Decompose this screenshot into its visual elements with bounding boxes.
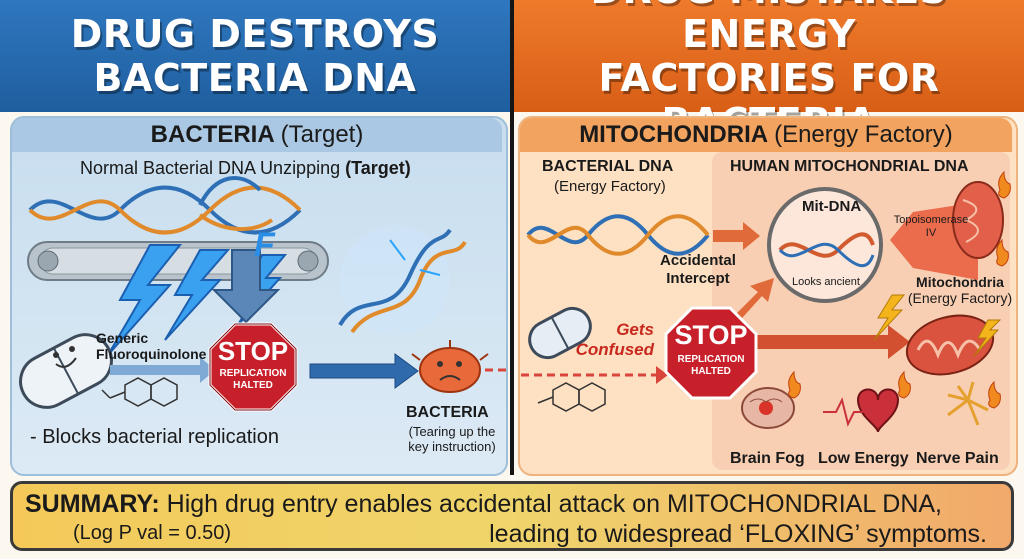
octagon-icon [664, 306, 758, 400]
right-header-line1: DRUG MISTAKES ENERGY [590, 0, 947, 56]
symptom-low-energy: Low Energy [818, 450, 909, 467]
mito-sub: (Energy Factory) [907, 290, 1013, 306]
broken-dna-icon [338, 225, 467, 335]
bacterial-dna-title: BACTERIAL DNA [542, 158, 674, 175]
flame-icon [996, 170, 1011, 267]
summary-label: SUMMARY: [25, 490, 160, 518]
bacteria-title-rest: (Target) [280, 121, 364, 148]
stop-word: STOP [217, 336, 289, 366]
pill-capsule-icon [528, 306, 592, 360]
mito-title: Mitochondria [916, 274, 1004, 290]
center-divider [510, 0, 514, 475]
summary-box: SUMMARY: High drug entry enables acciden… [10, 481, 1014, 551]
bacteria-sub2: key instruction) [408, 439, 496, 454]
blocks-note: - Blocks bacterial replication [30, 426, 279, 448]
bacteria-title: BACTERIA [150, 121, 275, 148]
stop-word: STOP [674, 320, 748, 350]
bacterial-dna-helix-icon [526, 214, 710, 256]
confused-word: Confused [575, 340, 654, 359]
f-letter: F [254, 226, 275, 264]
drug-label-2: Fluoroquinolone [96, 346, 207, 362]
heart-icon [823, 388, 900, 433]
stop-line2: HALTED [233, 380, 273, 391]
mitochondria-title: MITOCHONDRIA [579, 121, 769, 148]
left-header-line2: BACTERIA DNA [93, 56, 417, 100]
octagon-icon [208, 322, 298, 412]
brain-icon [741, 387, 795, 429]
right-arrow-icon [110, 357, 215, 383]
right-arrow-icon [309, 353, 419, 389]
logp-value: (Log P val = 0.50) [73, 522, 232, 544]
accidental-line2: Intercept [666, 270, 730, 287]
summary-text1: High drug entry enables accidental attac… [166, 490, 943, 518]
bacteria-icon [411, 340, 489, 393]
summary-line1: SUMMARY: High drug entry enables acciden… [25, 490, 942, 519]
stop-line2: HALTED [691, 366, 731, 377]
accidental-line1: Accidental [660, 252, 736, 269]
summary-line2: leading to widespread ‘FLOXING’ symptoms… [489, 520, 987, 548]
dna-caption-bold: (Target) [345, 158, 411, 178]
mit-dna-circle-icon [767, 187, 883, 303]
right-arrow-icon [713, 222, 760, 250]
right-panel-illustration [518, 170, 1011, 433]
nerve-icon [947, 381, 989, 426]
symptom-nerve-pain: Nerve Pain [916, 450, 999, 467]
mitochondria-title-rest: (Energy Factory) [774, 121, 953, 148]
dna-caption: Normal Bacterial DNA Unzipping (Target) [80, 158, 411, 179]
right-panel-title: MITOCHONDRIA(Energy Factory) [520, 118, 1012, 152]
topo-line1: Topoisomerase [893, 214, 969, 226]
stop-line1: REPLICATION [219, 368, 287, 379]
looks-ancient-label: Looks ancient [792, 276, 860, 288]
right-arrow-icon [740, 325, 910, 359]
down-arrow-icon [211, 249, 281, 324]
gets-word: Gets [616, 320, 654, 339]
drug-label-1: Generic [96, 330, 149, 346]
bacteria-sub1: (Tearing up the [408, 424, 496, 439]
bacterial-dna-sub: (Energy Factory) [554, 178, 666, 195]
mitochondria-label: Mitochondria(Energy Factory) [906, 274, 1014, 306]
pill-capsule-icon [19, 333, 113, 409]
mitochondrion-icon [952, 181, 1004, 259]
lightning-bolt-icon [873, 294, 1002, 357]
human-dna-title: HUMAN MITOCHONDRIAL DNA [730, 158, 969, 175]
topo-line2: IV [925, 227, 937, 239]
dna-caption-text: Normal Bacterial DNA Unzipping [80, 158, 341, 178]
stop-line1: REPLICATION [677, 354, 745, 365]
bacterial-dna-helix-icon [28, 176, 302, 235]
molecule-structure-icon [537, 382, 606, 412]
arrow-head-icon [656, 366, 668, 384]
flame-icon [788, 370, 1001, 409]
left-panel-illustration [19, 176, 510, 409]
molecule-structure-icon [101, 377, 178, 407]
mit-dna-label: Mit-DNA [802, 198, 862, 215]
symptom-brain-fog: Brain Fog [730, 450, 805, 467]
bacteria-label: BACTERIA [406, 404, 489, 421]
left-panel-title: BACTERIA(Target) [12, 118, 502, 152]
left-header-line1: DRUG DESTROYS [70, 12, 440, 56]
